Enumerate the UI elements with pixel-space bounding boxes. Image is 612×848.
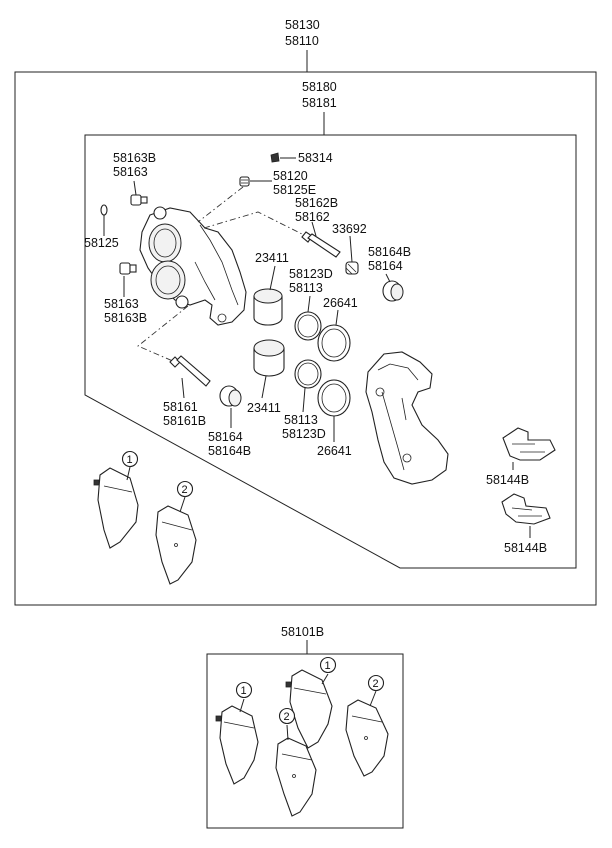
label-58101B: 58101B	[281, 625, 324, 639]
label-58180: 58180	[302, 80, 337, 94]
piston-lower-leader	[261, 375, 267, 399]
callout-2: 2	[176, 480, 194, 498]
label-58123D-upper: 58123D	[289, 267, 333, 281]
seal-lower-leader	[302, 387, 306, 413]
label-58125: 58125	[84, 236, 119, 250]
label-58181: 58181	[302, 96, 337, 110]
label-58113-upper: 58113	[289, 281, 323, 295]
label-58314: 58314	[298, 151, 333, 165]
clip-lower	[501, 493, 551, 525]
label-58162B: 58162B	[295, 196, 338, 210]
piston-lower	[253, 339, 285, 377]
bleeder-screw	[239, 176, 250, 187]
spring-33692	[345, 261, 359, 275]
label-58113-lower: 58113	[284, 413, 318, 427]
caliper-assembly-frame	[84, 134, 577, 569]
callout-1: 1	[121, 450, 139, 468]
spring-leader	[349, 235, 353, 263]
piston-upper-leader	[269, 265, 276, 291]
lower-boot-58164	[219, 385, 242, 407]
upper-guide-pin	[301, 231, 341, 258]
pad-1-callout-leader	[126, 466, 131, 481]
kit-c1a-leader	[239, 698, 245, 713]
clip-upper	[502, 427, 556, 461]
kit-pad-1b	[285, 669, 333, 749]
label-33692: 33692	[332, 222, 367, 236]
label-58164-right: 58164	[368, 259, 403, 273]
label-26641-lower: 26641	[317, 444, 352, 458]
label-58130: 58130	[285, 18, 320, 32]
svg-text:1: 1	[241, 685, 247, 697]
label-58120: 58120	[273, 169, 308, 183]
assembly-line-upper	[197, 186, 311, 239]
bolt-upper-leader	[133, 180, 137, 196]
right-boot-leader	[385, 273, 391, 283]
lower-mounting-bolt	[119, 262, 137, 275]
svg-text:2: 2	[182, 484, 188, 496]
outer-assembly-frame	[14, 71, 597, 606]
svg-text:2: 2	[284, 711, 290, 723]
label-23411-upper: 23411	[255, 251, 289, 265]
label-58125E: 58125E	[273, 183, 316, 197]
kit-pad-2a	[275, 737, 317, 817]
label-58110: 58110	[285, 34, 319, 48]
label-58161: 58161	[163, 400, 198, 414]
label-58163-lower: 58163	[104, 297, 139, 311]
label-23411-lower: 23411	[247, 401, 281, 415]
label-26641-upper: 26641	[323, 296, 358, 310]
kit-callout-1b: 1	[319, 656, 337, 674]
guide-pin-lower-leader	[181, 377, 185, 399]
brake-pad-2	[155, 505, 197, 585]
dust-boot-lower	[317, 379, 351, 417]
svg-text:1: 1	[127, 454, 133, 466]
piston-upper	[253, 288, 283, 326]
dust-boot-upper-leader	[335, 309, 339, 326]
seal-lower	[294, 359, 322, 389]
kit-c2b-leader	[369, 690, 377, 707]
assembly-line-lower	[137, 305, 189, 363]
seal-upper	[294, 311, 322, 341]
washer-58125	[100, 204, 108, 216]
label-58163B-lower: 58163B	[104, 311, 147, 325]
caliper-body	[139, 206, 247, 326]
caliper-bracket	[365, 351, 449, 485]
kit-c1b-leader	[321, 673, 329, 685]
pad-2-callout-leader	[179, 496, 186, 513]
label-58144B-upper: 58144B	[486, 473, 529, 487]
dust-cap-58314	[270, 152, 280, 163]
label-58123D-lower: 58123D	[282, 427, 326, 441]
kit-callout-2b: 2	[367, 674, 385, 692]
label-58144B-lower: 58144B	[504, 541, 547, 555]
seal-upper-leader	[307, 295, 311, 313]
label-58162: 58162	[295, 210, 330, 224]
label-58164B-lower: 58164B	[208, 444, 251, 458]
label-58164B-right: 58164B	[368, 245, 411, 259]
brake-pad-1	[93, 467, 139, 549]
label-58163-upper: 58163	[113, 165, 148, 179]
svg-text:1: 1	[325, 660, 331, 672]
kit-callout-2a: 2	[278, 707, 296, 725]
label-58164-lower: 58164	[208, 430, 243, 444]
right-boot-58164	[382, 280, 404, 302]
kit-c2a-leader	[286, 724, 289, 741]
label-58161B: 58161B	[163, 414, 206, 428]
label-58163B-upper: 58163B	[113, 151, 156, 165]
pad-kit-frame	[206, 653, 404, 829]
svg-text:2: 2	[373, 678, 379, 690]
kit-callout-1a: 1	[235, 681, 253, 699]
upper-mounting-bolt	[130, 194, 148, 206]
kit-pad-1a	[215, 705, 259, 785]
dust-boot-upper	[317, 324, 351, 362]
lower-guide-pin	[169, 355, 211, 387]
kit-pad-2b	[345, 699, 389, 777]
guide-pin-upper-leader	[311, 221, 317, 237]
